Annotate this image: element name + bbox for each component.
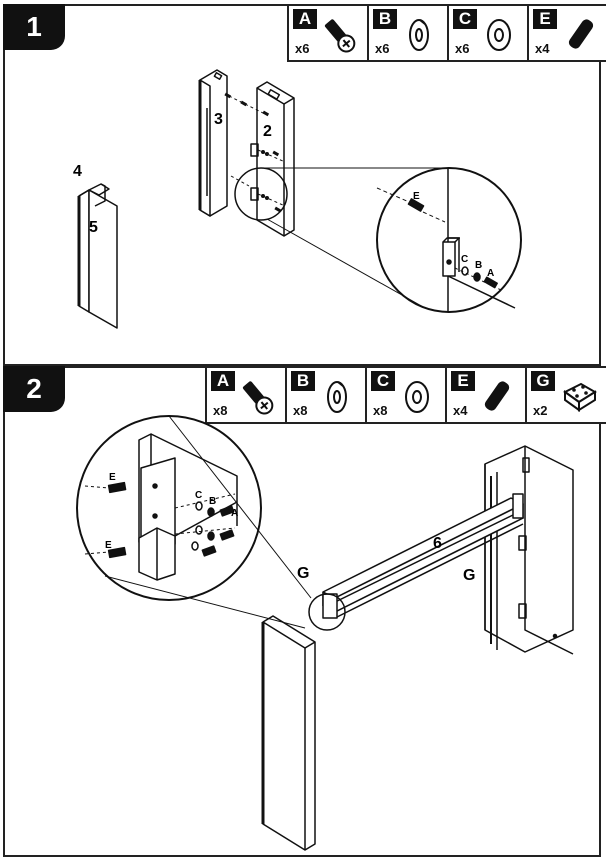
- part-quantity: x2: [533, 403, 548, 418]
- part-A: A x8: [207, 368, 287, 422]
- step-number-badge: 1: [3, 4, 65, 50]
- zoom-label-E-top: E: [109, 472, 116, 483]
- screw-icon: [324, 19, 356, 53]
- part-quantity: x4: [535, 41, 550, 56]
- part-A: A x6: [289, 6, 369, 60]
- part-C: C x6: [449, 6, 529, 60]
- bracket-plate-icon: [563, 382, 597, 412]
- step-1-panel: 1 A x6 B x6 C x6 E x4: [3, 4, 606, 366]
- part-quantity: x6: [295, 41, 310, 56]
- panel-label-3: 3: [214, 111, 223, 128]
- part-E: E x4: [529, 6, 606, 60]
- dowel-icon: [568, 19, 594, 49]
- part-quantity: x8: [373, 403, 388, 418]
- panel-label-5: 5: [89, 219, 98, 236]
- part-letter: B: [373, 9, 397, 29]
- part-quantity: x6: [375, 41, 390, 56]
- part-quantity: x8: [293, 403, 308, 418]
- parts-list: A x8 B x8 C x8 E x4: [205, 366, 606, 424]
- part-letter: C: [453, 9, 477, 29]
- bracket-label-G-right: G: [463, 567, 475, 584]
- zoom-label-B: B: [209, 496, 216, 507]
- parts-list: A x6 B x6 C x6 E x4: [287, 4, 606, 62]
- zoom-label-C: C: [195, 490, 202, 501]
- part-quantity: x8: [213, 403, 228, 418]
- part-letter: A: [211, 371, 235, 391]
- zoom-label-A: A: [487, 268, 494, 279]
- zoom-label-E-bottom: E: [105, 540, 112, 551]
- screw-icon: [242, 381, 274, 415]
- flat-washer-icon: [405, 381, 429, 413]
- panel-label-2: 2: [263, 123, 272, 140]
- part-letter: E: [451, 371, 475, 391]
- part-quantity: x4: [453, 403, 468, 418]
- part-letter: E: [533, 9, 557, 29]
- bracket-label-G-left: G: [297, 565, 309, 582]
- lock-washer-icon: [409, 19, 429, 51]
- part-C: C x8: [367, 368, 447, 422]
- zoom-label-C: C: [461, 254, 468, 265]
- panel-label-4: 4: [73, 163, 82, 180]
- part-G: G x2: [527, 368, 606, 422]
- step-2-panel: 2 A x8 B x8 C x8 E x4: [3, 366, 606, 857]
- part-letter: C: [371, 371, 395, 391]
- part-letter: G: [531, 371, 555, 391]
- step-1-illustration: 3 2 4 5 E C B A: [73, 69, 522, 329]
- part-E: E x4: [447, 368, 527, 422]
- step-2-illustration: E E C B A 6 G G: [76, 415, 574, 851]
- part-quantity: x6: [455, 41, 470, 56]
- flat-washer-icon: [487, 19, 511, 51]
- part-B: B x8: [287, 368, 367, 422]
- part-letter: A: [293, 9, 317, 29]
- part-letter: B: [291, 371, 315, 391]
- beam-label-6: 6: [433, 535, 442, 552]
- dowel-icon: [484, 381, 510, 411]
- zoom-label-E: E: [413, 191, 420, 202]
- step-number-badge: 2: [3, 366, 65, 412]
- zoom-label-B: B: [475, 260, 482, 271]
- zoom-label-A: A: [231, 508, 238, 519]
- lock-washer-icon: [327, 381, 347, 413]
- part-B: B x6: [369, 6, 449, 60]
